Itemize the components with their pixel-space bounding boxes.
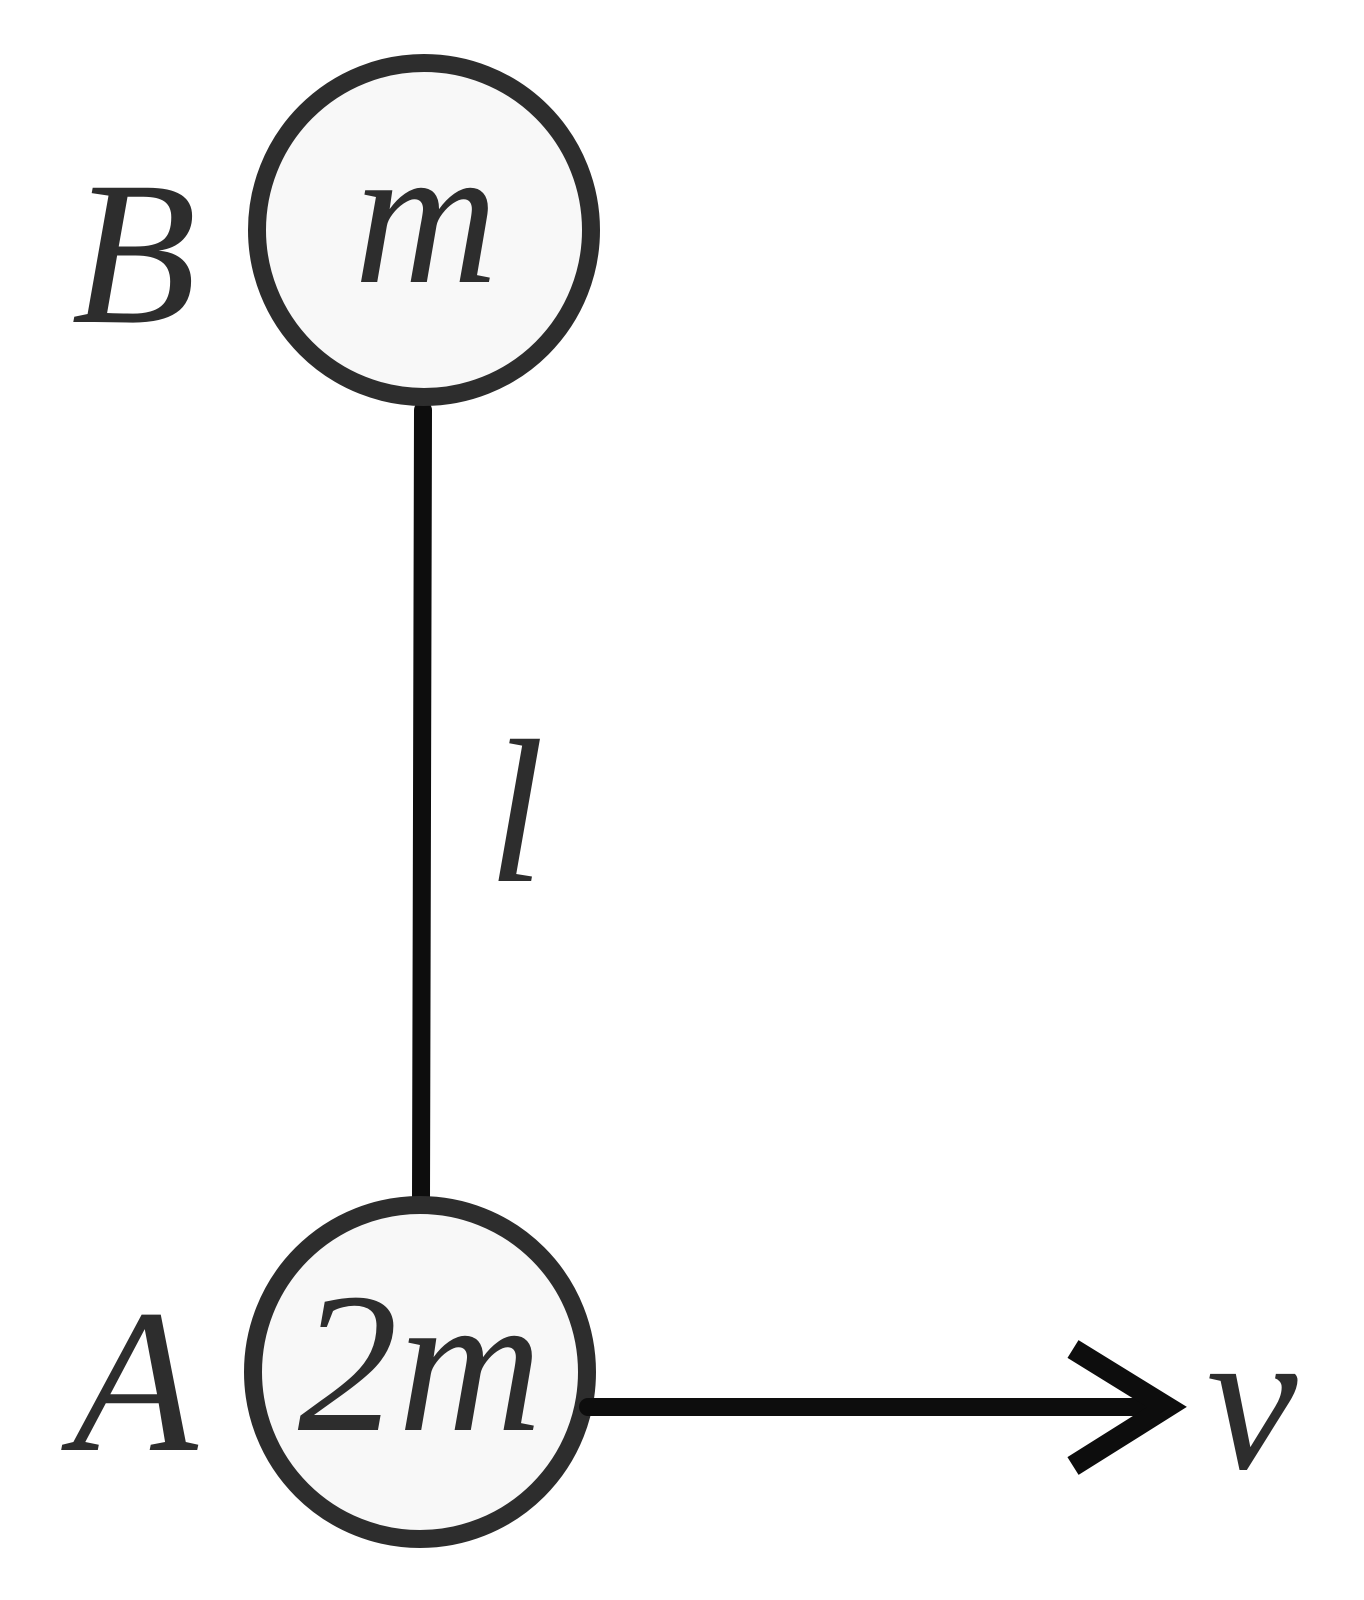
ball-A-circle (244, 1196, 596, 1548)
label-velocity-v: v (1207, 1286, 1298, 1513)
label-point-B: B (71, 140, 196, 367)
label-mass-m: m (354, 105, 498, 326)
velocity-arrowhead-icon (1067, 1340, 1187, 1475)
label-rod-length-l: l (488, 699, 545, 926)
label-mass-2m: 2m (298, 1253, 542, 1474)
label-point-A: A (60, 1268, 198, 1495)
ball-B-circle (248, 54, 600, 406)
connecting-rod (412, 401, 432, 1207)
velocity-arrow (579, 1340, 1187, 1475)
